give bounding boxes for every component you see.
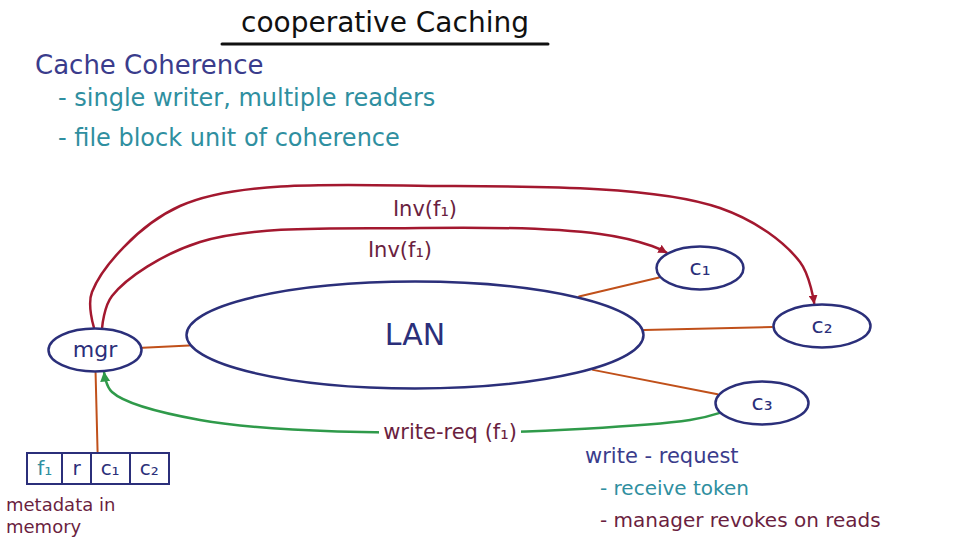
node-label: c₂	[812, 313, 833, 338]
client-node: c₃	[714, 380, 810, 426]
ellipse-shape	[716, 382, 809, 425]
node-content: f₁rc₁c₂	[28, 454, 167, 483]
edge-label: Inv(f₁)	[389, 197, 461, 222]
node-label: mgr	[73, 337, 117, 362]
network-link	[644, 327, 772, 330]
ellipse-outline	[655, 245, 745, 291]
node-content: c₁	[690, 255, 711, 280]
note-heading: write - request	[585, 444, 739, 469]
edge-label: write-req (f₁)	[379, 420, 521, 445]
table-cell: c₂	[129, 454, 168, 483]
network-link	[143, 346, 190, 348]
ellipse-shape	[187, 282, 644, 389]
section-heading: Cache Coherence	[35, 50, 264, 81]
diagram-title: cooperative Caching	[241, 6, 529, 40]
node-label: LAN	[385, 318, 445, 353]
message-arrow	[102, 228, 666, 328]
node-content: LAN	[385, 318, 445, 353]
ellipse-outline	[47, 327, 143, 373]
table-cell: c₁	[90, 454, 129, 483]
metadata-table: f₁rc₁c₂	[26, 452, 169, 485]
node-label: c₁	[690, 255, 711, 280]
bullet-note: - receive token	[600, 476, 749, 500]
bullet-note: - single writer, multiple readers	[58, 84, 435, 113]
network-link	[96, 373, 98, 452]
ellipse-shape	[657, 247, 744, 290]
message-arrow	[90, 185, 814, 327]
node-label: c₃	[752, 390, 773, 415]
metadata-note: metadata in memory	[6, 494, 126, 537]
node-content: mgr	[73, 337, 117, 362]
ellipse-outline	[185, 280, 645, 390]
connector-group	[90, 185, 814, 452]
node-content: c₂	[812, 313, 833, 338]
title-underline	[222, 43, 548, 46]
edge-label: Inv(f₁)	[364, 238, 436, 263]
bullet-note: - manager revokes on reads	[600, 508, 881, 532]
client-node: c₂	[772, 303, 872, 349]
ellipse-shape	[774, 305, 871, 348]
ellipse-outline	[772, 303, 872, 349]
message-arrow	[104, 373, 719, 433]
lan-node: LAN	[185, 280, 645, 390]
client-node: c₁	[655, 245, 745, 291]
table-cell: r	[61, 454, 89, 483]
ellipse-outline	[714, 380, 810, 426]
network-link	[579, 278, 659, 297]
node-content: c₃	[752, 390, 773, 415]
manager-node: mgr	[47, 327, 143, 373]
network-link	[593, 370, 718, 394]
bullet-note: - file block unit of coherence	[58, 124, 400, 153]
ellipse-shape	[49, 329, 142, 372]
table-cell: f₁	[28, 454, 61, 483]
